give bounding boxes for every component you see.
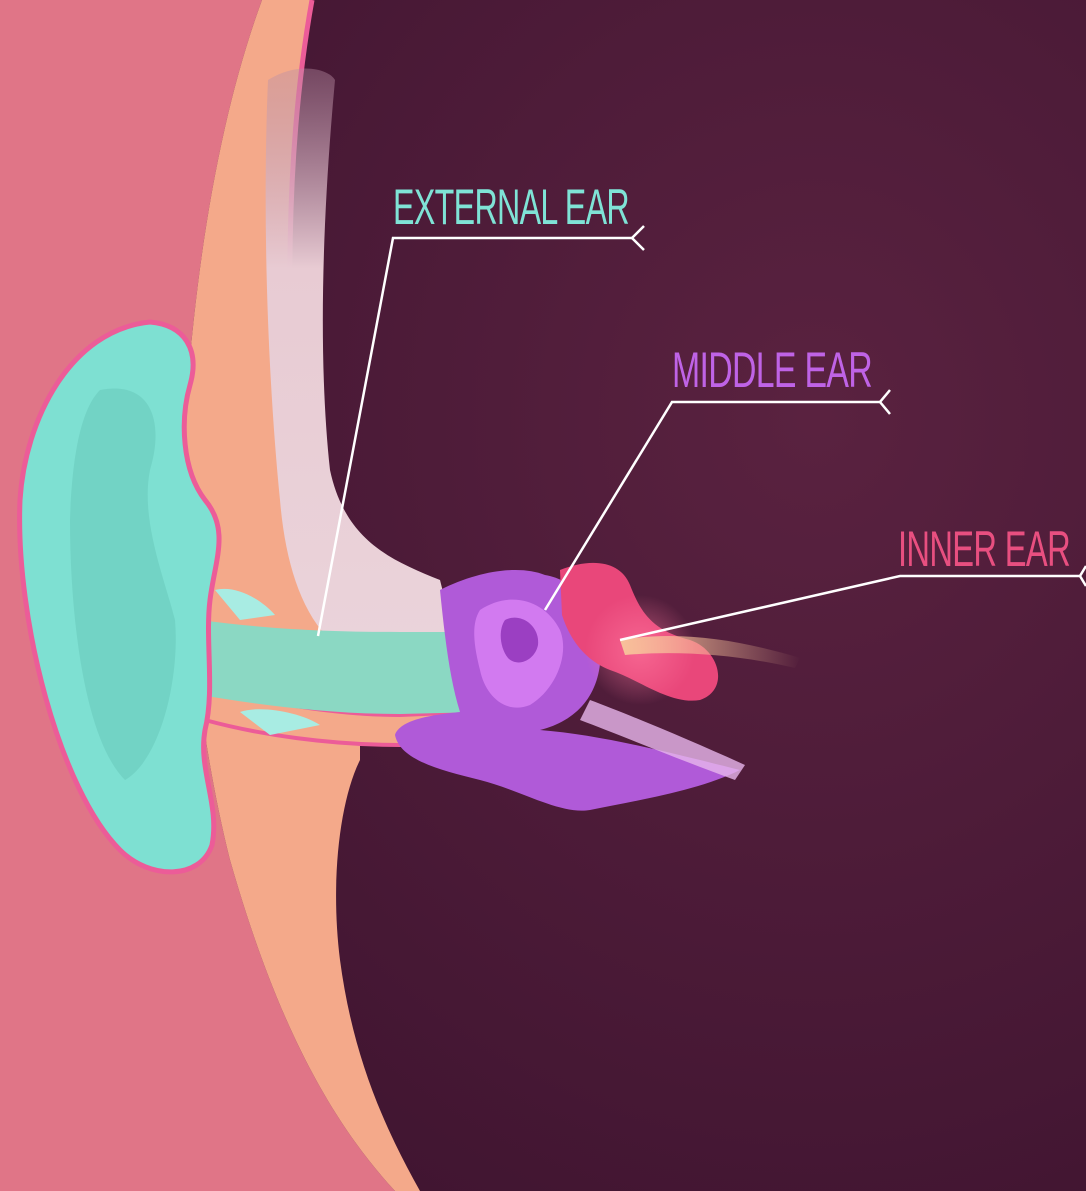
inner-ear-label: INNER EAR [898, 521, 1070, 577]
external-ear-label: EXTERNAL EAR [393, 179, 629, 235]
middle-ear-label: MIDDLE EAR [672, 342, 872, 398]
ear-canal [200, 620, 482, 714]
